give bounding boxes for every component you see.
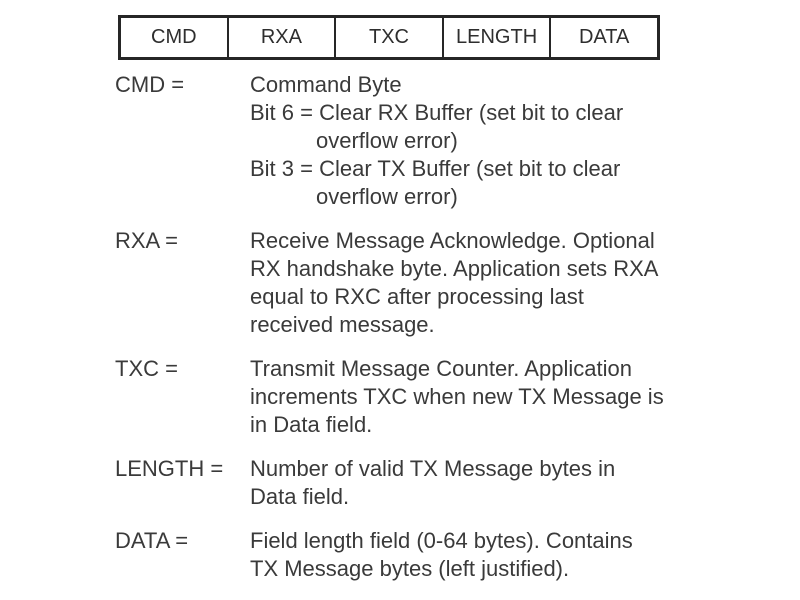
definition-line: increments TXC when new TX Message is bbox=[250, 384, 664, 409]
definition-line: Transmit Message Counter. Application bbox=[250, 356, 632, 381]
definition-length: LENGTH = Number of valid TX Message byte… bbox=[115, 455, 735, 511]
table-cell-data: DATA bbox=[578, 26, 630, 48]
definition-txc: TXC = Transmit Message Counter. Applicat… bbox=[115, 355, 735, 439]
table-cell-txc: TXC bbox=[336, 18, 444, 57]
definition-line: Field length field (0-64 bytes). Contain… bbox=[250, 528, 633, 553]
definition-term: DATA = bbox=[115, 528, 189, 553]
definition-rxa: RXA = Receive Message Acknowledge. Optio… bbox=[115, 227, 735, 339]
definition-description: Field length field (0-64 bytes). Contain… bbox=[250, 527, 735, 583]
definition-line: received message. bbox=[250, 312, 435, 337]
definition-data: DATA = Field length field (0-64 bytes). … bbox=[115, 527, 735, 583]
table-cell-rxa: RXA bbox=[229, 18, 337, 57]
definition-cmd: CMD = Command Byte Bit 6 = Clear RX Buff… bbox=[115, 71, 735, 211]
definition-line: equal to RXC after processing last bbox=[250, 284, 584, 309]
definition-line: Bit 3 = Clear TX Buffer (set bit to clea… bbox=[250, 156, 621, 181]
definition-description: Command Byte Bit 6 = Clear RX Buffer (se… bbox=[250, 71, 735, 211]
definition-line: overflow error) bbox=[316, 128, 458, 153]
table-cell-cmd: CMD bbox=[121, 18, 229, 57]
definition-line: Data field. bbox=[250, 484, 350, 509]
definition-description: Receive Message Acknowledge. Optional RX… bbox=[250, 227, 735, 339]
field-definitions-list: CMD = Command Byte Bit 6 = Clear RX Buff… bbox=[115, 71, 735, 599]
definition-description: Number of valid TX Message bytes in Data… bbox=[250, 455, 735, 511]
definition-line: overflow error) bbox=[316, 184, 458, 209]
definition-term: CMD = bbox=[115, 72, 185, 97]
definition-line: Number of valid TX Message bytes in bbox=[250, 456, 616, 481]
definition-line: RX handshake byte. Application sets RXA bbox=[250, 256, 659, 281]
definition-line: in Data field. bbox=[250, 412, 373, 437]
definition-line: TX Message bytes (left justified). bbox=[250, 556, 570, 581]
definition-line: Receive Message Acknowledge. Optional bbox=[250, 228, 655, 253]
definition-line: Command Byte bbox=[250, 72, 402, 97]
definition-term: TXC = bbox=[115, 356, 178, 381]
packet-structure-table: CMD RXA TXC LENGTH DATA bbox=[118, 15, 660, 60]
table-cell-length: LENGTH bbox=[444, 18, 552, 57]
definition-term: RXA = bbox=[115, 228, 178, 253]
definition-description: Transmit Message Counter. Application in… bbox=[250, 355, 735, 439]
definition-term: LENGTH = bbox=[115, 456, 224, 481]
definition-line: Bit 6 = Clear RX Buffer (set bit to clea… bbox=[250, 100, 624, 125]
